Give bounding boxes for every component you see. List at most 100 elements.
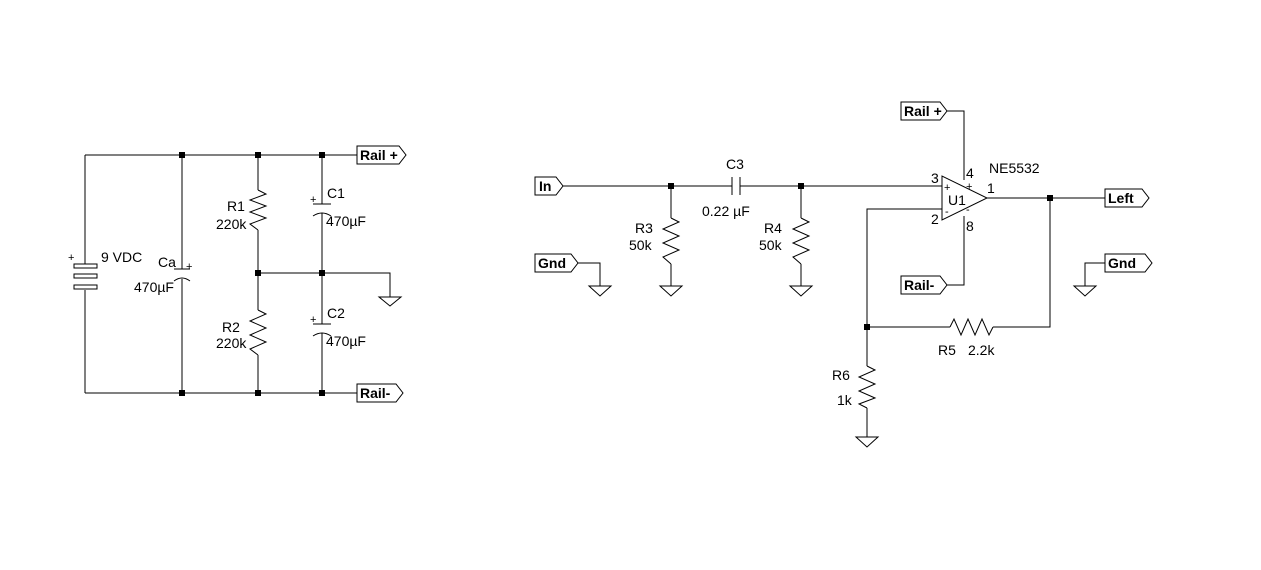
ca-ref: Ca (158, 254, 176, 270)
ground-icon (377, 296, 403, 307)
resistor-zigzag (949, 317, 994, 337)
opamp-ref: U1 (948, 192, 966, 208)
opamp-vplus-sign: + (966, 181, 972, 193)
vplus-wire (947, 110, 965, 180)
r4-ref: R4 (764, 220, 782, 236)
r6-ref: R6 (832, 367, 850, 383)
junction-dot (255, 390, 261, 396)
c1-polarity: + (310, 194, 316, 206)
capacitor-c2: + C2 470µF (310, 305, 366, 349)
pin-number: 3 (931, 170, 939, 186)
vminus-wire (947, 216, 965, 286)
ca-value: 470µF (134, 279, 174, 295)
battery-plate (73, 263, 98, 269)
junction-dot (255, 152, 261, 158)
net-label-text: Rail- (904, 277, 935, 293)
net-flag (534, 176, 564, 196)
net-label-in: In (534, 176, 564, 196)
junction-dot (1047, 195, 1053, 201)
cap-plate-curved (312, 212, 332, 217)
r6-value: 1k (837, 392, 853, 408)
net-label-rail-minus-amp: Rail- (900, 275, 948, 295)
r2-ref: R2 (222, 319, 240, 335)
battery-label: 9 VDC (101, 249, 142, 265)
c3-ref: C3 (726, 156, 744, 172)
junction-dot (179, 390, 185, 396)
c2-ref: C2 (327, 305, 345, 321)
net-flag (900, 275, 948, 295)
capacitor-ca: + Ca 470µF (134, 254, 192, 295)
resistor-r6: R6 1k (832, 365, 877, 409)
feedback-r5-wire (867, 198, 1051, 328)
ground-icon (788, 285, 814, 297)
gnd-right-wire (1084, 262, 1105, 286)
pin-number: 4 (966, 165, 974, 181)
junction-dot (319, 152, 325, 158)
net-label-text: In (539, 178, 551, 194)
c2-value: 470µF (326, 333, 366, 349)
net-label-rail-plus-amp: Rail + (900, 101, 948, 121)
ca-polarity: + (186, 261, 192, 273)
capacitor-c3: C3 0.22 µF (702, 156, 750, 219)
pin-number: 8 (966, 218, 974, 234)
net-flag (356, 383, 404, 403)
net-label-text: Gnd (1108, 255, 1136, 271)
r5-value: 2.2k (968, 342, 995, 358)
midpoint-gnd-wire (258, 272, 391, 297)
resistor-r5: R5 2.2k (938, 317, 995, 358)
opamp-triangle (941, 175, 989, 221)
r3-ref: R3 (635, 220, 653, 236)
ground-icon (587, 285, 613, 297)
c2-polarity: + (310, 314, 316, 326)
net-label-text: Rail- (360, 385, 391, 401)
ground-icon (1072, 285, 1098, 297)
ground-icon (854, 436, 880, 448)
opamp-u1: + - U1 + - 3 2 1 4 8 NE5532 (931, 160, 1040, 234)
battery-plate (73, 273, 98, 279)
net-label-left: Left (1104, 188, 1150, 208)
net-flag (1104, 188, 1150, 208)
resistor-zigzag (248, 189, 268, 231)
r5-ref: R5 (938, 342, 956, 358)
junction-dot (864, 324, 870, 330)
r2-value: 220k (216, 335, 247, 351)
c1-value: 470µF (326, 213, 366, 229)
net-label-gnd-right: Gnd (1104, 253, 1153, 273)
resistor-r1: R1 220k (216, 189, 268, 232)
resistor-zigzag (791, 217, 811, 265)
r1-ref: R1 (227, 198, 245, 214)
net-label-text: Rail + (904, 103, 942, 119)
net-label-rail-plus: Rail + (356, 145, 407, 165)
net-flag (356, 145, 407, 165)
net-flag (534, 253, 579, 273)
opamp-vminus-sign: - (966, 204, 970, 216)
feedback-inv-wire (866, 208, 942, 437)
battery-symbol: + 9 VDC (68, 249, 142, 290)
r1-value: 220k (216, 216, 247, 232)
c1-ref: C1 (327, 185, 345, 201)
resistor-zigzag (857, 365, 877, 409)
net-flag (900, 101, 948, 121)
resistor-zigzag (248, 309, 268, 356)
opamp-sign-minus: - (945, 206, 949, 218)
cap-plate-curved (173, 277, 191, 282)
junction-dot (319, 390, 325, 396)
amplifier-section: C3 0.22 µF R3 50k R4 50k R5 2.2k R6 1k (534, 101, 1153, 448)
r3-value: 50k (629, 237, 653, 253)
junction-dot (668, 183, 674, 189)
resistor-r4: R4 50k (759, 217, 811, 265)
battery-plate (73, 284, 98, 290)
junction-dot (319, 270, 325, 276)
opamp-sign-plus: + (944, 182, 950, 194)
junction-dot (179, 152, 185, 158)
pin-number: 1 (987, 180, 995, 196)
net-flag (1104, 253, 1153, 273)
r4-value: 50k (759, 237, 783, 253)
opamp-part-number: NE5532 (989, 160, 1040, 176)
c3-value: 0.22 µF (702, 203, 750, 219)
resistor-r3: R3 50k (629, 217, 681, 265)
net-label-rail-minus: Rail- (356, 383, 404, 403)
junction-dot (255, 270, 261, 276)
net-label-text: Rail + (360, 147, 398, 163)
